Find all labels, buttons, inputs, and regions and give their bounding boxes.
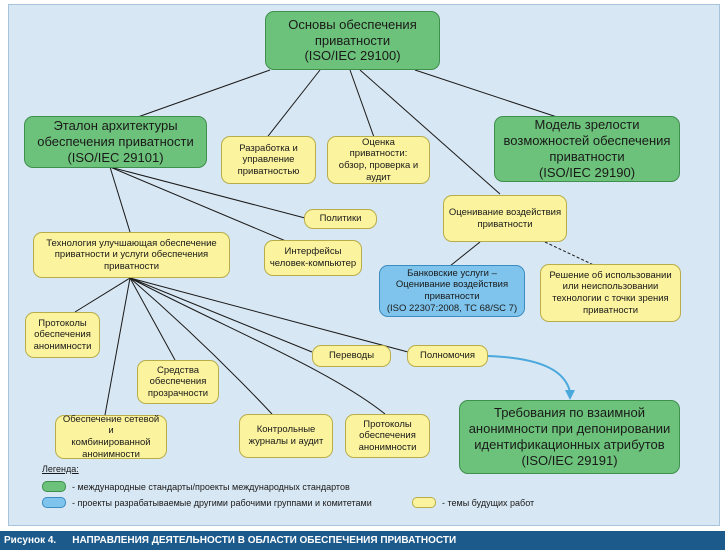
legend-future-work-label: - темы будущих работ <box>442 497 535 508</box>
node-mutual-anonymity: Требования по взаимной анонимности при д… <box>459 400 680 474</box>
node-anonymity-protocols: Протоколы обеспечения анонимности <box>25 312 100 358</box>
node-pet-services: Технология улучшающая обеспечение приват… <box>33 232 230 278</box>
node-translations: Переводы <box>312 345 391 367</box>
node-policies: Политики <box>304 209 377 229</box>
node-privacy-architecture: Эталон архитектуры обеспечения приватнос… <box>24 116 207 168</box>
node-banking-services: Банковские услуги – Оценивание воздейств… <box>379 265 525 317</box>
node-privacy-assessment: Оценка приватности: обзор, проверка и ау… <box>327 136 430 184</box>
node-anonymity-protocols-2: Протоколы обеспечения анонимности <box>345 414 430 458</box>
legend-item-other-groups: - проекты разрабатываемые другими рабочи… <box>42 497 372 508</box>
node-authority: Полномочия <box>407 345 488 367</box>
figure-number: Рисунок 4. <box>4 535 57 546</box>
node-impact-assessment: Оценивание воздействия приватности <box>443 195 567 242</box>
legend-green-swatch <box>42 481 66 492</box>
node-privacy-management: Разработка и управление приватностью <box>221 136 316 184</box>
figure-title: НАПРАВЛЕНИЯ ДЕЯТЕЛЬНОСТИ В ОБЛАСТИ ОБЕСП… <box>72 535 457 546</box>
legend-item-standards: - международные стандарты/проекты междун… <box>42 481 350 492</box>
node-hci: Интерфейсы человек-компьютер <box>264 240 362 276</box>
node-technology-decision: Решение об использовании или неиспользов… <box>540 264 681 322</box>
legend-blue-swatch <box>42 497 66 508</box>
legend-yellow-swatch <box>412 497 436 508</box>
legend-title: Легенда: <box>42 464 79 474</box>
node-privacy-framework: Основы обеспечения приватности (ISO/IEC … <box>265 11 440 70</box>
node-maturity-model: Модель зрелости возможностей обеспечения… <box>494 116 680 182</box>
legend: Легенда: - международные стандарты/проек… <box>42 464 562 524</box>
figure-caption: Рисунок 4. НАПРАВЛЕНИЯ ДЕЯТЕЛЬНОСТИ В ОБ… <box>0 531 725 550</box>
node-transparency-tools: Средства обеспечения прозрачности <box>137 360 219 404</box>
legend-standards-label: - международные стандарты/проекты междун… <box>72 481 350 492</box>
node-network-anonymity: Обеспечение сетевой и комбинированной ан… <box>55 414 167 460</box>
legend-item-future-work: - темы будущих работ <box>412 497 534 508</box>
node-audit-logs: Контрольные журналы и аудит <box>239 414 333 458</box>
legend-other-groups-label: - проекты разрабатываемые другими рабочи… <box>72 497 372 508</box>
